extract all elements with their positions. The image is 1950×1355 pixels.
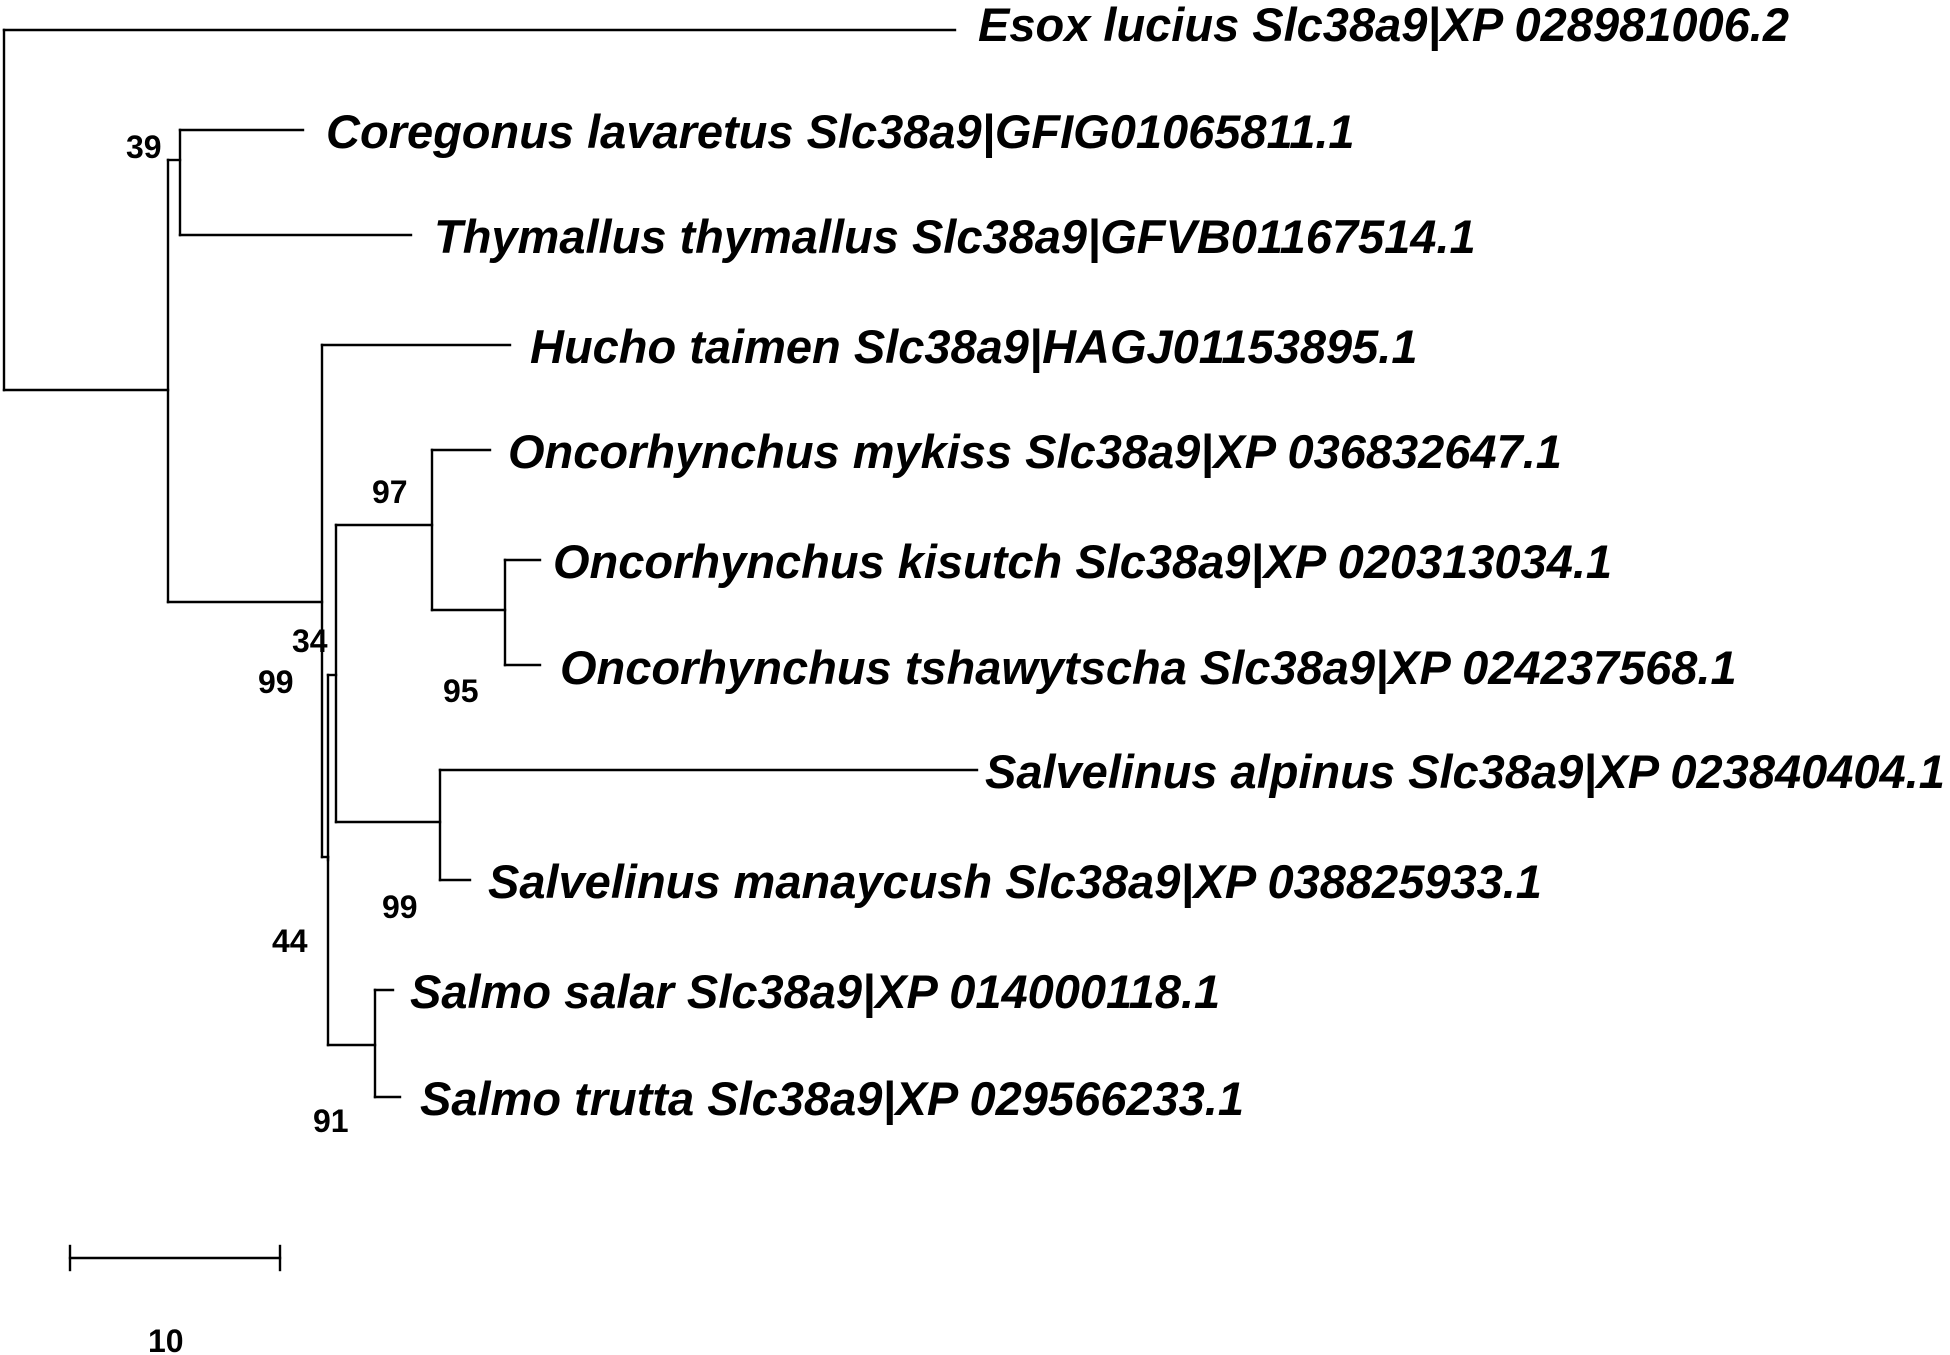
taxon-label: Oncorhynchus mykiss Slc38a9|XP 036832647… (508, 425, 1562, 478)
support-value: 39 (126, 129, 162, 165)
support-values: 39 97 34 99 95 99 44 91 (126, 129, 479, 1139)
taxon-label: Salvelinus manaycush Slc38a9|XP 03882593… (488, 855, 1542, 908)
taxon-label: Salmo trutta Slc38a9|XP 029566233.1 (420, 1072, 1244, 1125)
taxon-label: Thymallus thymallus Slc38a9|GFVB01167514… (434, 210, 1476, 263)
support-value: 99 (258, 664, 294, 700)
support-value: 91 (313, 1103, 349, 1139)
taxon-label: Salmo salar Slc38a9|XP 014000118.1 (410, 965, 1220, 1018)
taxon-label: Hucho taimen Slc38a9|HAGJ01153895.1 (530, 320, 1417, 373)
taxon-label: Oncorhynchus tshawytscha Slc38a9|XP 0242… (560, 641, 1737, 694)
support-value: 44 (272, 923, 308, 959)
tree-branches (2, 28, 979, 1099)
taxon-label: Salvelinus alpinus Slc38a9|XP 023840404.… (985, 745, 1945, 798)
taxon-labels: Esox lucius Slc38a9|XP 028981006.2 Coreg… (326, 0, 1945, 1125)
support-value: 99 (382, 889, 418, 925)
taxon-label: Coregonus lavaretus Slc38a9|GFIG01065811… (326, 105, 1355, 158)
taxon-label: Oncorhynchus kisutch Slc38a9|XP 02031303… (553, 535, 1612, 588)
support-value: 97 (372, 474, 408, 510)
support-value: 95 (443, 673, 479, 709)
taxon-label: Esox lucius Slc38a9|XP 028981006.2 (978, 0, 1789, 51)
support-value: 34 (292, 623, 328, 659)
scale-bar: 10 (68, 1244, 282, 1355)
scale-bar-label: 10 (148, 1323, 184, 1355)
